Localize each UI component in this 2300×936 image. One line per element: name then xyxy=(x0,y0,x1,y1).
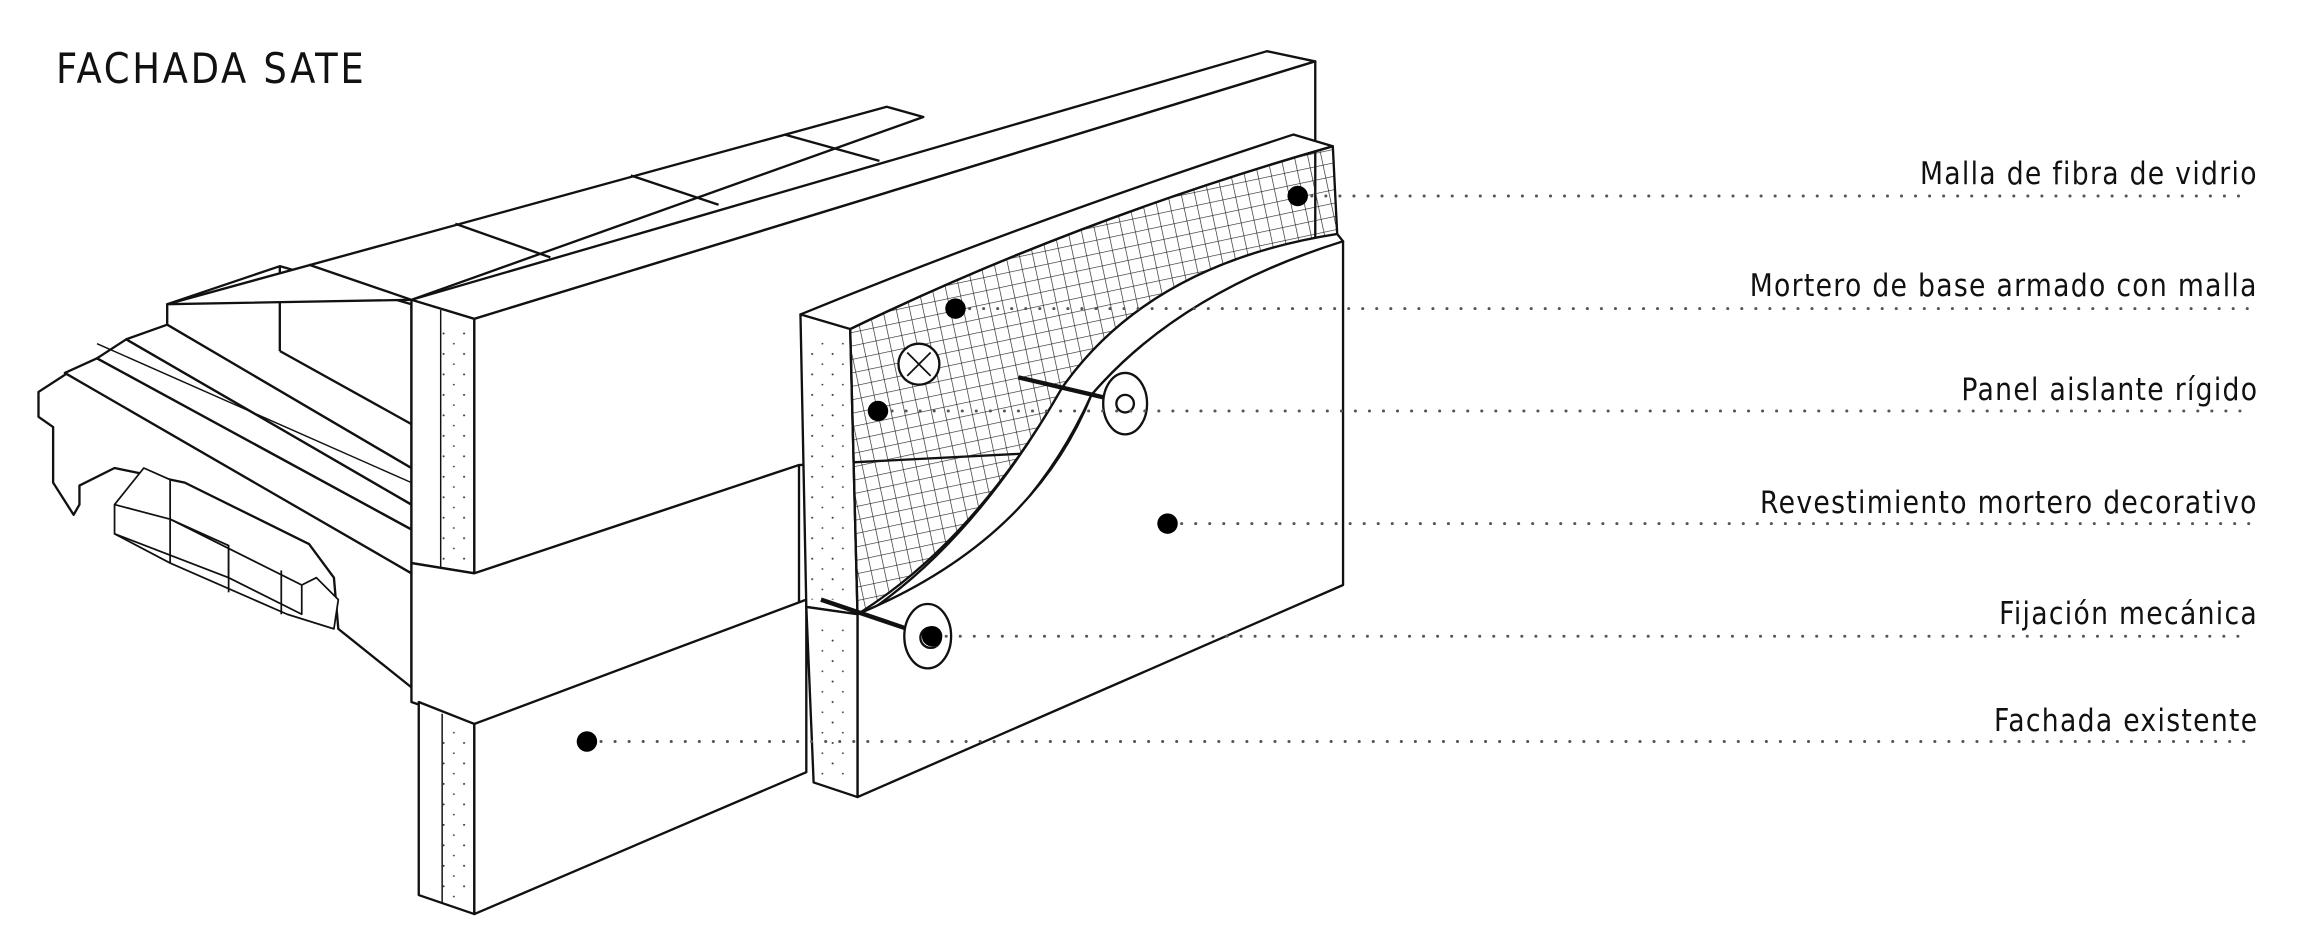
marker-dot xyxy=(867,400,889,422)
markers xyxy=(576,185,1308,752)
marker-dot xyxy=(576,731,598,752)
decorative-render-panel xyxy=(805,240,1345,799)
label-base-mortar: Mortero de base armado con malla xyxy=(1749,268,2258,304)
diagram-title: FACHADA SATE xyxy=(56,44,367,93)
label-mechanical-fixing: Fijación mecánica xyxy=(1999,596,2258,632)
label-decorative-render: Revestimiento mortero decorativo xyxy=(1760,485,2258,521)
upper-slab xyxy=(166,105,925,306)
leader-lines xyxy=(585,194,2252,743)
marker-dot xyxy=(1287,185,1308,207)
floor-slab xyxy=(37,265,413,689)
label-fiberglass-mesh: Malla de fibra de vidrio xyxy=(1920,156,2258,192)
marker-dot xyxy=(921,625,943,647)
marker-dot xyxy=(945,298,966,319)
label-existing-facade: Fachada existente xyxy=(1993,703,2258,739)
marker-dot xyxy=(1157,513,1178,534)
label-insulation-panel: Panel aislante rígido xyxy=(1960,372,2258,408)
